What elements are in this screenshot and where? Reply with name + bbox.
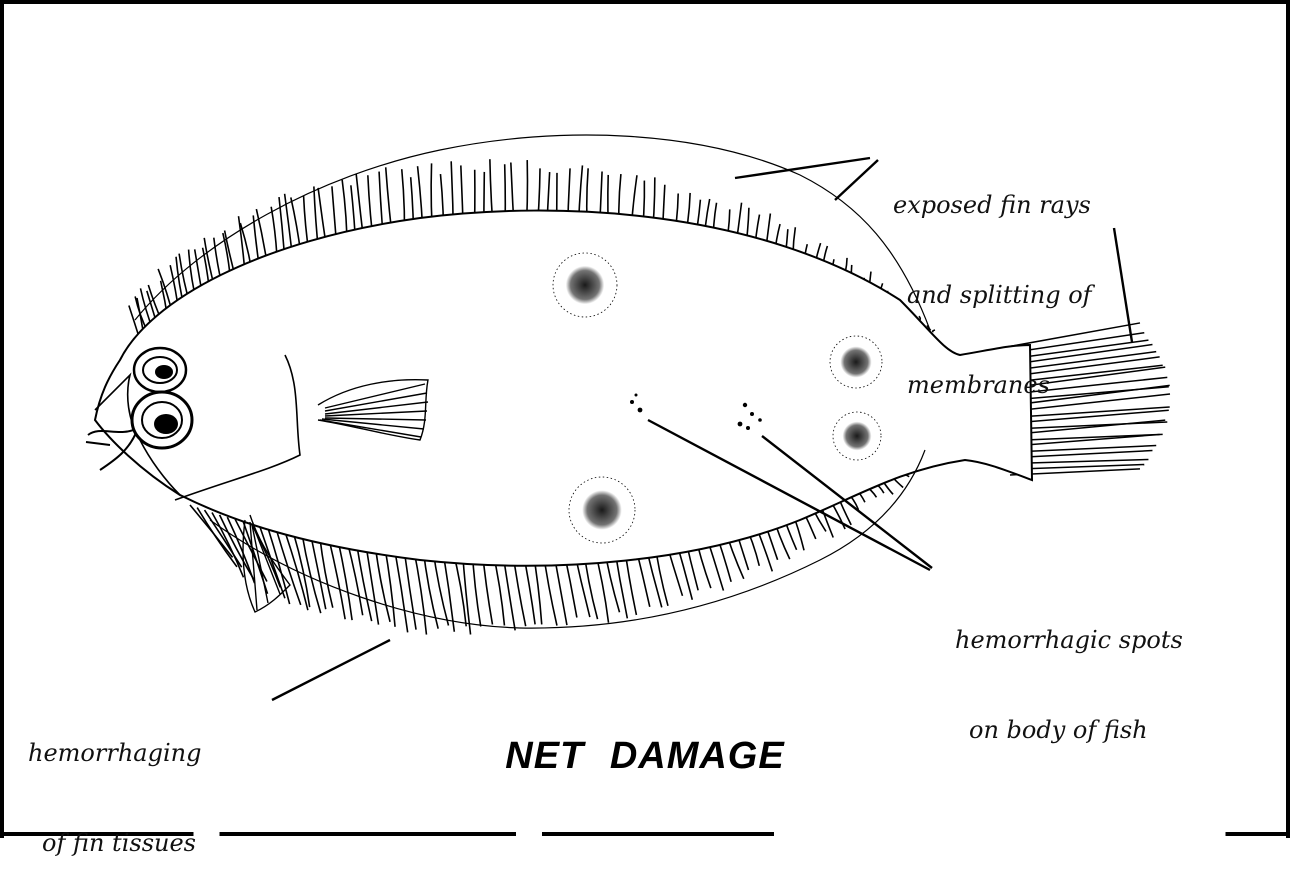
fin-ray <box>259 525 284 598</box>
leader-exposed-fin-rays-1 <box>735 158 870 178</box>
label-line: membranes <box>893 370 1092 400</box>
fin-ray <box>329 538 345 619</box>
leader-hemorrhaging-fin <box>272 640 390 700</box>
leader-exposed-fin-rays-3 <box>1114 228 1132 342</box>
lower-eye-icon <box>132 392 192 448</box>
label-exposed-fin-rays: exposed fin rays and splitting of membra… <box>893 130 1092 430</box>
leader-exposed-fin-rays-2 <box>835 160 878 200</box>
diagram-title: NET DAMAGE <box>0 735 1290 778</box>
label-line: and splitting of <box>893 280 1092 310</box>
fin-ray <box>311 535 326 609</box>
upper-eye-icon <box>134 348 186 392</box>
label-line: exposed fin rays <box>893 190 1092 220</box>
fin-ray <box>293 532 309 607</box>
label-line: of fin tissues <box>28 828 201 858</box>
label-line: hemorrhagic spots <box>955 625 1183 655</box>
label-hemorrhaging-fin: hemorrhaging of fin tissues <box>28 678 201 888</box>
